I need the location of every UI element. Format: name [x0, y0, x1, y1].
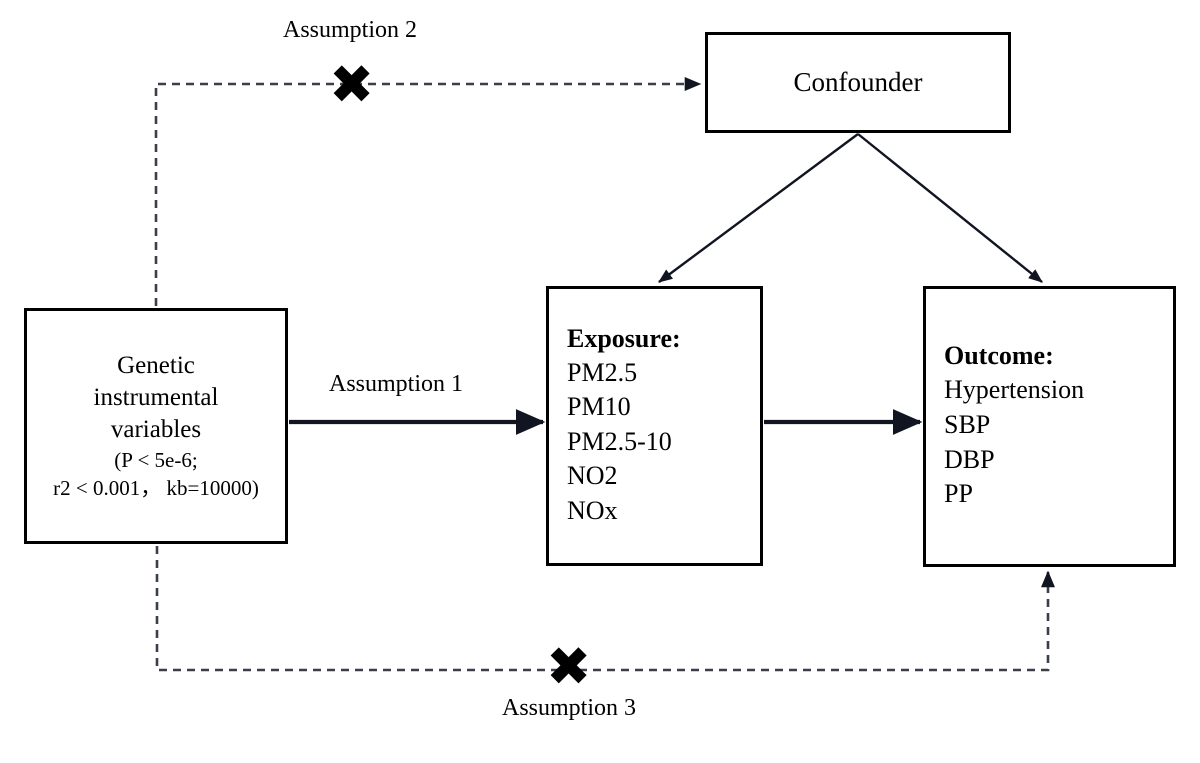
- instrument-line-3: variables: [110, 415, 202, 443]
- node-genetic-instrumental-variables[interactable]: Genetic instrumental variables (P < 5e-6…: [24, 308, 288, 544]
- node-exposure[interactable]: Exposure: PM2.5 PM10 PM2.5-10 NO2 NOx: [546, 286, 763, 566]
- outcome-item: PP: [944, 479, 973, 509]
- node-confounder[interactable]: Confounder: [705, 32, 1011, 133]
- edge-label-assumption-1: Assumption 1: [329, 371, 464, 397]
- outcome-item: SBP: [944, 409, 991, 439]
- instrument-line-2: instrumental: [93, 383, 219, 411]
- edge-label-assumption-2: Assumption 2: [283, 17, 418, 43]
- node-confounder-label: Confounder: [793, 67, 923, 98]
- instrument-line-4: (P < 5e-6;: [114, 447, 198, 472]
- blocked-path-x-icon: ✖: [546, 635, 592, 698]
- exposure-heading: Exposure:: [567, 323, 681, 353]
- node-outcome[interactable]: Outcome: Hypertension SBP DBP PP: [923, 286, 1176, 567]
- edge-confounder-to-exposure: [658, 133, 859, 283]
- outcome-heading: Outcome:: [944, 341, 1054, 371]
- edge-assumption-2: [154, 77, 702, 306]
- edge-confounder-to-outcome: [857, 133, 1043, 283]
- instrument-line-1: Genetic: [117, 351, 195, 379]
- outcome-item: Hypertension: [944, 375, 1085, 405]
- outcome-item: DBP: [944, 444, 995, 474]
- exposure-item: PM2.5-10: [567, 426, 672, 456]
- exposure-item: NOx: [567, 495, 618, 525]
- blocked-path-x-icon: ✖: [329, 53, 375, 116]
- edge-label-assumption-3: Assumption 3: [502, 695, 637, 721]
- instrument-line-5: r2 < 0.001， kb=10000): [53, 476, 259, 500]
- exposure-item: NO2: [567, 461, 618, 491]
- exposure-item: PM10: [567, 392, 631, 422]
- exposure-item: PM2.5: [567, 357, 638, 387]
